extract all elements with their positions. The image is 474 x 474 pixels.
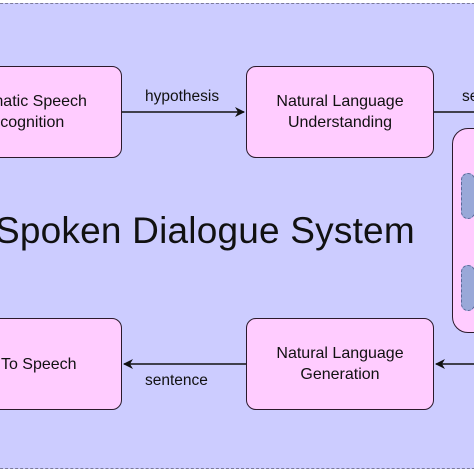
node-asr-line1: Automatic Speech	[0, 93, 87, 110]
node-nlg-line1: Natural Language	[276, 345, 404, 362]
edge-label-sentence: sentence	[145, 372, 208, 389]
dm-component-chip-bottom	[461, 265, 474, 311]
edge-label-semantics: semantics	[462, 88, 474, 105]
node-nlu-line2: Understanding	[287, 114, 393, 131]
dm-component-chip-top	[461, 173, 474, 219]
node-tts-line1: Text To Speech	[0, 355, 77, 373]
system-title: Spoken Dialogue System	[0, 210, 415, 251]
edge-label-hypothesis: hypothesis	[145, 88, 220, 105]
node-tts: Text To Speech	[0, 318, 122, 410]
node-asr: Automatic Speech Recognition	[0, 66, 122, 158]
node-nlg-line2: Generation	[300, 366, 380, 383]
node-nlg: Natural Language Generation	[246, 318, 434, 410]
node-nlu-line1: Natural Language	[276, 93, 404, 110]
node-asr-line2: Recognition	[0, 114, 65, 131]
node-dialogue-manager	[452, 128, 474, 333]
node-nlu: Natural Language Understanding	[246, 66, 434, 158]
